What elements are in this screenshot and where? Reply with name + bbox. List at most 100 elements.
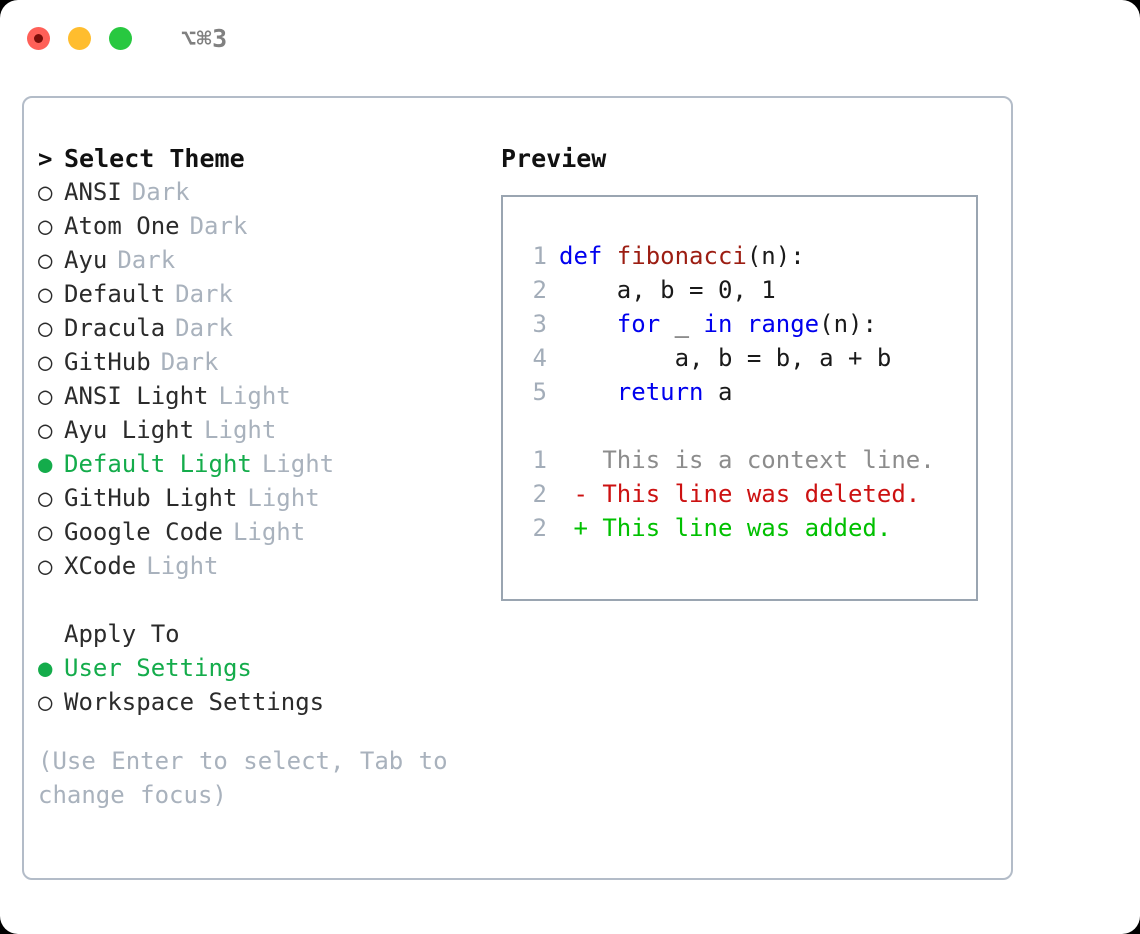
maximize-window-button[interactable] [109, 26, 132, 50]
apply-to-label: User Settings [64, 654, 252, 682]
line-number: 1 [532, 242, 547, 270]
code-token: return [616, 378, 704, 406]
code-token: a, b = b, a + b [559, 344, 892, 372]
code-line: 3 for _ in range(n): [517, 307, 976, 341]
line-number: 2 [532, 480, 547, 508]
theme-name-label: XCode [64, 552, 137, 580]
apply-to-item[interactable]: ○Workspace Settings [38, 688, 488, 722]
code-token: for [616, 310, 661, 338]
theme-name-label: Dracula [64, 314, 166, 342]
radio-unselected-icon: ○ [38, 246, 53, 274]
radio-unselected-icon: ○ [38, 348, 53, 376]
theme-name-label: Ayu Light [64, 416, 195, 444]
title-bar: ⌥⌘3 [0, 0, 1140, 76]
code-token: This is a context line. [559, 446, 935, 474]
select-theme-header: > Select Theme [38, 144, 488, 178]
apply-to-item[interactable]: ● User Settings [38, 654, 488, 688]
radio-unselected-icon: ○ [38, 552, 53, 580]
theme-name-label: Ayu [64, 246, 108, 274]
line-content: This is a context line. [559, 443, 935, 477]
prompt-caret-icon: > [38, 145, 53, 173]
minimize-window-button[interactable] [68, 26, 91, 50]
line-content: a, b = 0, 1 [559, 273, 776, 307]
select-theme-title: Select Theme [64, 144, 245, 173]
code-token [559, 310, 617, 338]
keyboard-shortcut-label: ⌥⌘3 [181, 23, 228, 53]
list-spacer [38, 586, 488, 620]
theme-name-label: Default [64, 280, 166, 308]
radio-unselected-icon: ○ [38, 518, 53, 546]
code-token: - This line was deleted. [559, 480, 921, 508]
diff-line: 1 This is a context line. [517, 443, 976, 477]
code-token: + This line was added. [559, 514, 892, 542]
code-token: range [746, 310, 820, 338]
theme-name-label: ANSI Light [64, 382, 209, 410]
line-content: + This line was added. [559, 511, 891, 545]
theme-name-label: GitHub Light [64, 484, 238, 512]
line-number: 3 [532, 310, 547, 338]
theme-variant-badge: Dark [175, 314, 233, 342]
radio-unselected-icon: ○ [38, 280, 53, 308]
theme-list-item[interactable]: ○ Dracula Dark [38, 314, 488, 348]
theme-variant-badge: Light [232, 518, 306, 546]
code-token: a [703, 378, 733, 406]
theme-list-item[interactable]: ● Default Light Light [38, 450, 488, 484]
code-token: a, b = 0, 1 [559, 276, 776, 304]
code-token: (n): [819, 310, 877, 338]
apply-to-list: ● User Settings ○Workspace Settings [38, 654, 488, 722]
radio-unselected-icon: ○ [38, 382, 53, 410]
close-window-button[interactable] [27, 26, 50, 50]
preview-title: Preview [501, 144, 607, 173]
theme-variant-badge: Light [261, 450, 335, 478]
code-token: def [559, 242, 617, 270]
code-token: _ [660, 310, 704, 338]
line-number: 2 [532, 514, 547, 542]
code-line: 2 a, b = 0, 1 [517, 273, 976, 307]
code-line: 5 return a [517, 375, 976, 409]
theme-list-item[interactable]: ○ ANSI Light Light [38, 382, 488, 416]
radio-selected-icon: ● [38, 450, 53, 478]
code-token: in [703, 310, 733, 338]
radio-selected-icon: ● [38, 654, 53, 682]
radio-unselected-icon: ○ [38, 314, 53, 342]
code-line: 1 def fibonacci(n): [517, 239, 976, 273]
line-content: def fibonacci(n): [559, 239, 805, 273]
theme-variant-badge: Light [204, 416, 277, 444]
line-content: for _ in range(n): [559, 307, 877, 341]
radio-unselected-icon: ○ [38, 688, 53, 716]
line-number: 1 [532, 446, 547, 474]
radio-unselected-icon: ○ [38, 178, 53, 206]
apply-to-title: Apply To [64, 620, 180, 648]
line-content: return a [559, 375, 733, 409]
diff-line: 2 + This line was added. [517, 511, 976, 545]
line-number: 5 [532, 378, 547, 406]
theme-name-label: Default Light [64, 450, 252, 478]
theme-variant-badge: Dark [160, 348, 219, 376]
apply-to-header: ○Apply To [38, 620, 488, 654]
theme-variant-badge: Dark [131, 178, 190, 206]
theme-list-item[interactable]: ○ Default Dark [38, 280, 488, 314]
code-token [559, 378, 617, 406]
theme-variant-badge: Light [218, 382, 291, 410]
theme-variant-badge: Dark [189, 212, 248, 240]
line-content: - This line was deleted. [559, 477, 920, 511]
line-number: 4 [532, 344, 547, 372]
theme-name-label: Atom One [64, 212, 180, 240]
code-line: 4 a, b = b, a + b [517, 341, 976, 375]
theme-variant-badge: Dark [175, 280, 233, 308]
diff-sample: 1 This is a context line. 2 - This line w… [517, 443, 976, 545]
